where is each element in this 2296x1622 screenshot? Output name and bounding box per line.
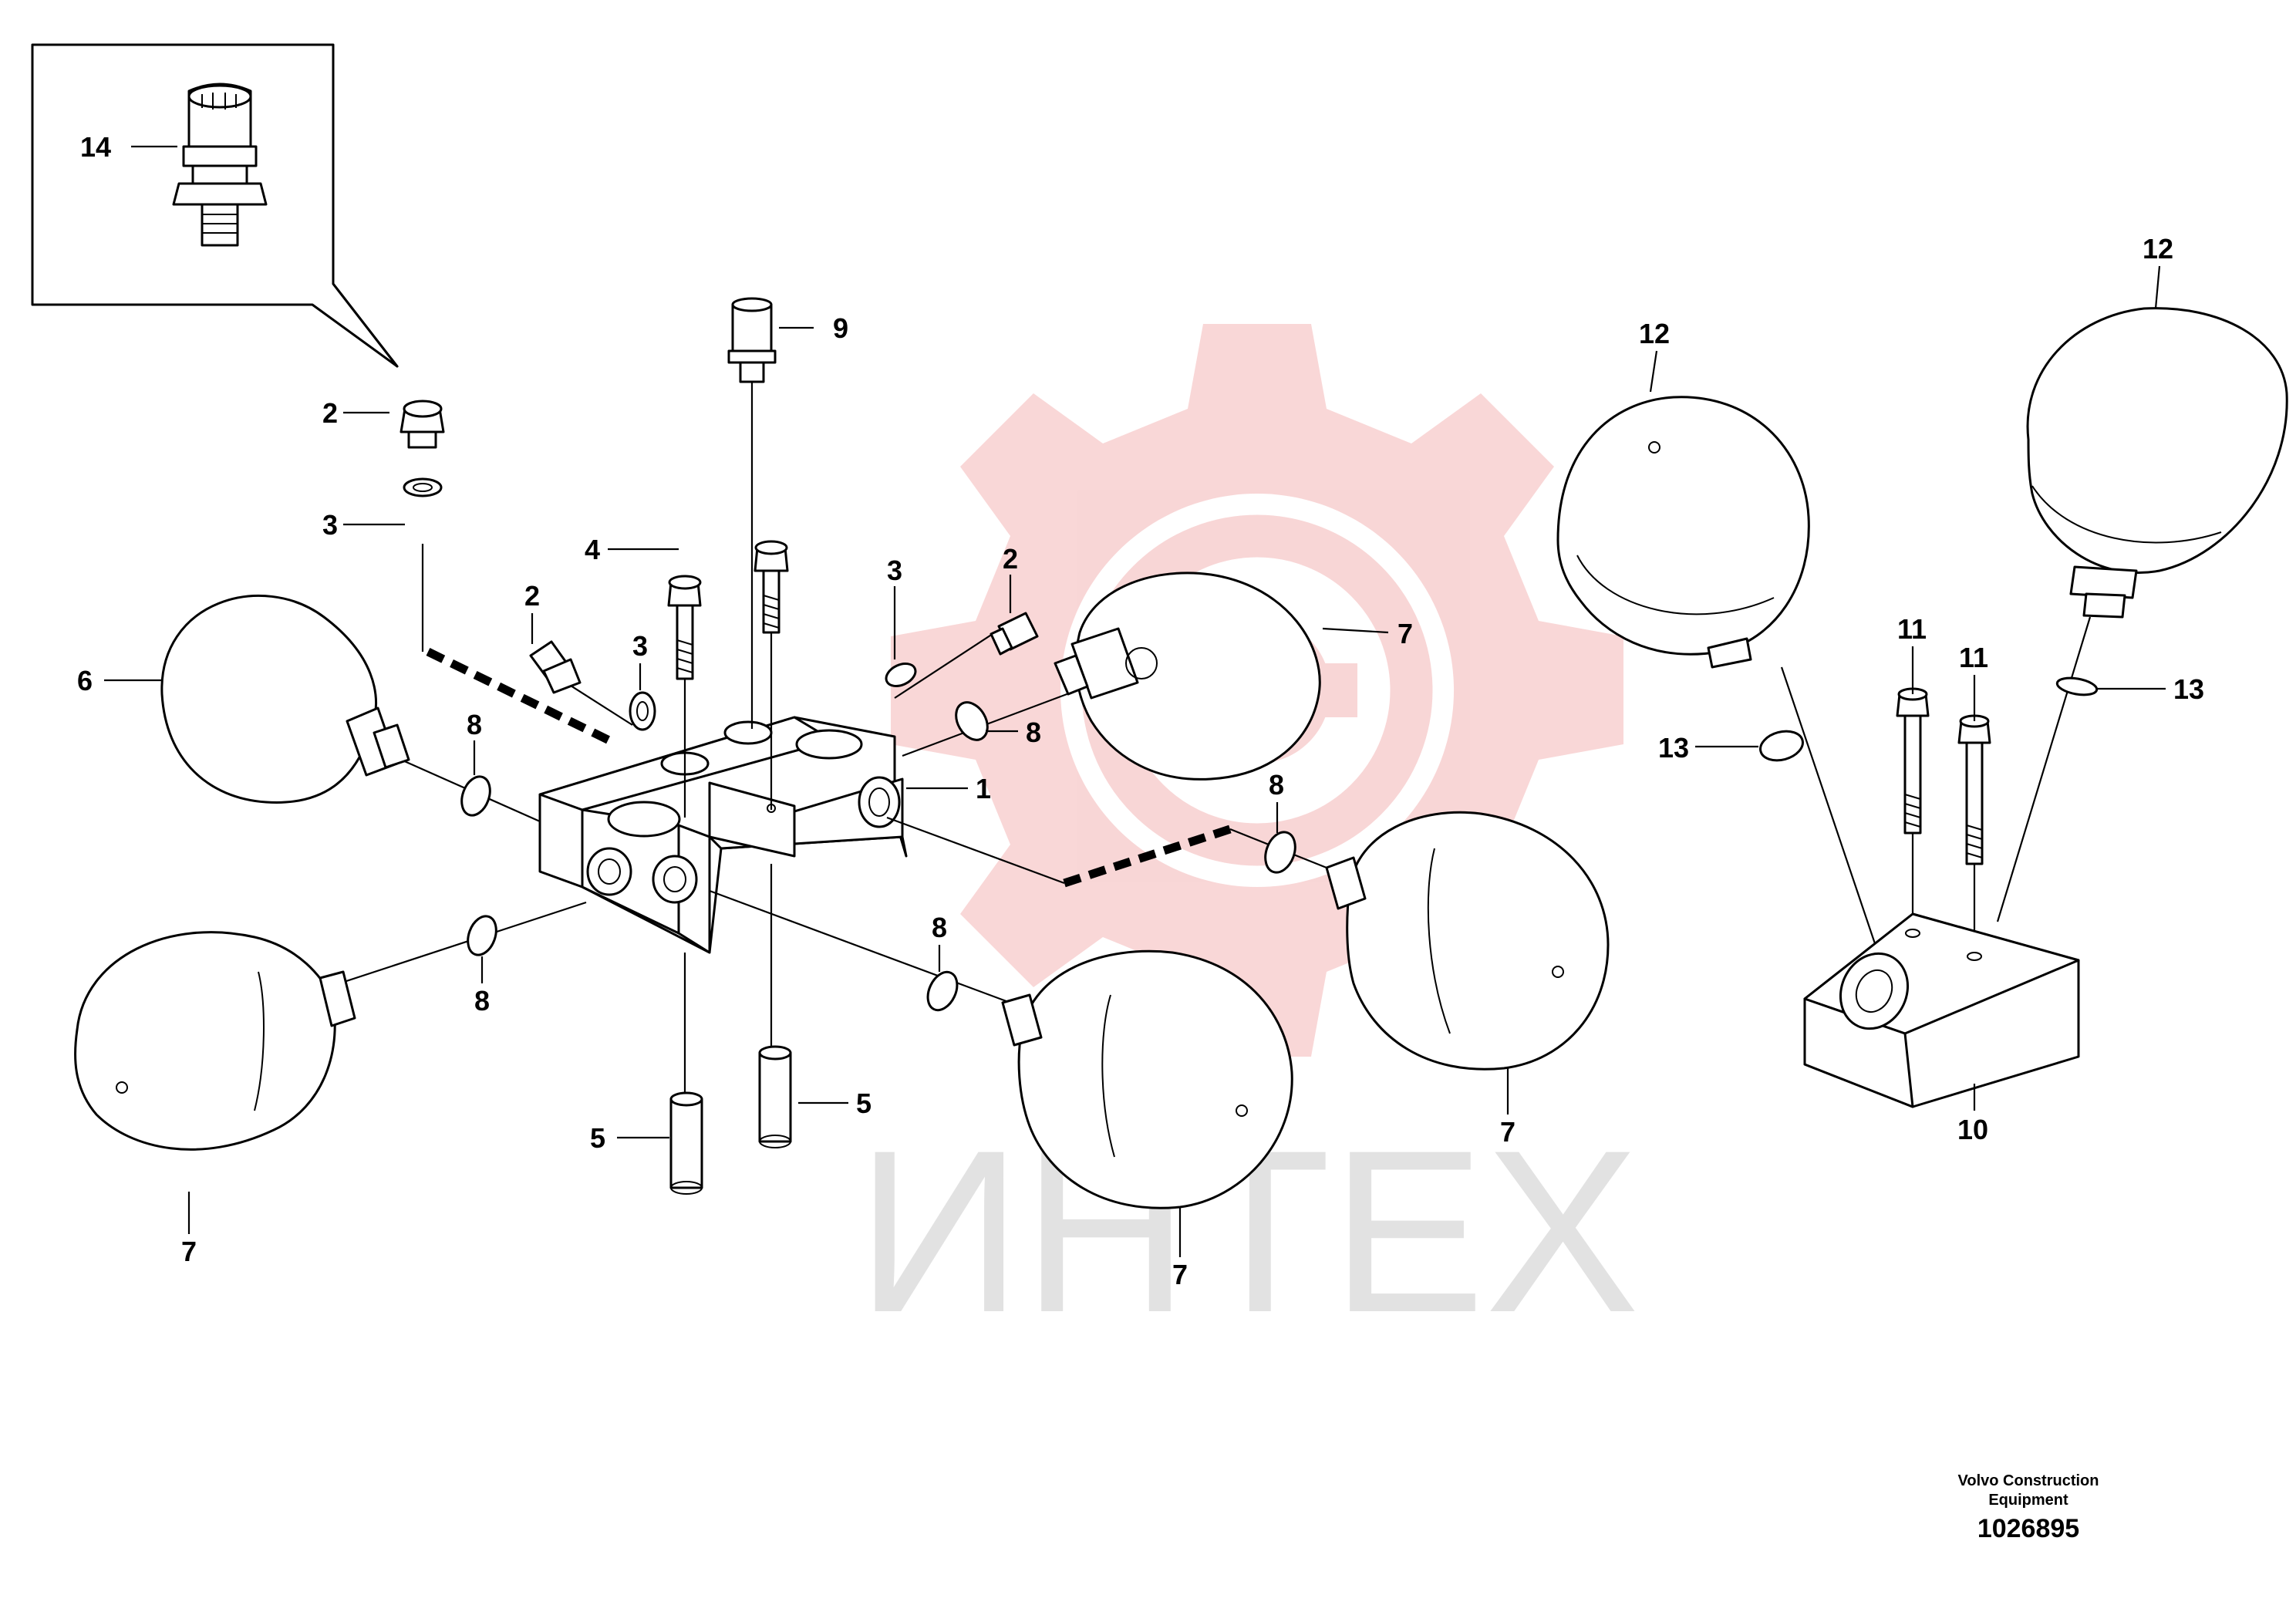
accumulator-part [1325, 811, 1610, 1071]
callout-12: 12 [2143, 233, 2173, 265]
mounting-block-part [1803, 912, 2080, 1108]
callout-1: 1 [976, 773, 991, 804]
inset-detail-box [31, 43, 399, 368]
callout-8: 8 [1269, 769, 1284, 801]
callout-13: 13 [2173, 673, 2204, 705]
o-ring-part [1759, 730, 1804, 762]
callout-6: 6 [77, 665, 93, 696]
accumulator-part [2026, 307, 2288, 619]
screw-plug-part [400, 400, 445, 449]
callout-5: 5 [590, 1122, 605, 1154]
valve-block-part [538, 716, 908, 954]
callout-2: 2 [524, 580, 540, 612]
o-ring-part [460, 775, 491, 817]
callout-2: 2 [1003, 543, 1018, 575]
accumulator-part [74, 931, 356, 1151]
credit-company-line1: Volvo Construction [1958, 1472, 2099, 1489]
callout-13: 13 [1658, 732, 1689, 764]
washer-part [885, 662, 917, 688]
accumulator-part [1054, 572, 1321, 781]
callout-3: 3 [322, 509, 338, 541]
flange-bolt-part [1896, 687, 1930, 835]
callout-11: 11 [1959, 642, 1988, 673]
callout-7: 7 [1500, 1116, 1515, 1148]
o-ring-part [2055, 676, 2099, 696]
callout-10: 10 [1957, 1114, 1988, 1145]
callout-8: 8 [467, 709, 482, 740]
spacer-sleeve-part [669, 1091, 703, 1195]
washer-part [629, 691, 656, 731]
callout-11: 11 [1897, 613, 1927, 645]
callout-7: 7 [181, 1236, 197, 1267]
callout-leaders [104, 145, 2166, 1257]
screw-plug-part [990, 612, 1039, 656]
credit-company-line2: Equipment [1988, 1492, 2068, 1509]
accumulator-part [1556, 396, 1810, 669]
flange-bolt-part [1957, 714, 1991, 865]
o-ring-part [926, 970, 959, 1012]
callout-8: 8 [474, 985, 490, 1017]
o-ring-part [955, 701, 989, 741]
callout-3: 3 [632, 630, 648, 662]
o-ring-part [1264, 831, 1296, 874]
callout-7: 7 [1397, 618, 1413, 649]
callout-8: 8 [932, 912, 947, 943]
sensor-part [727, 297, 777, 383]
accumulator-part [160, 594, 410, 804]
callout-12: 12 [1639, 318, 1670, 349]
washer-part [403, 477, 443, 497]
flange-bolt-part [667, 575, 702, 680]
flange-bolt-part [754, 540, 789, 634]
callout-9: 9 [833, 312, 848, 344]
pressure-switch-part [172, 83, 268, 247]
dashed-connector-left [426, 648, 612, 744]
callout-14: 14 [80, 131, 111, 163]
accumulator-part [1001, 949, 1293, 1209]
o-ring-part [467, 915, 497, 956]
drawing-number: 1026895 [1977, 1514, 2079, 1543]
callout-4: 4 [585, 534, 600, 565]
callout-8: 8 [1026, 717, 1041, 748]
screw-plug-part [529, 640, 582, 694]
callout-3: 3 [887, 555, 902, 586]
dashed-connector-right [1063, 824, 1232, 888]
callout-2: 2 [322, 397, 338, 429]
spacer-sleeve-part [758, 1045, 792, 1148]
assembly-axis-lines [339, 336, 2092, 1111]
callout-7: 7 [1172, 1259, 1188, 1290]
callout-5: 5 [856, 1088, 872, 1119]
